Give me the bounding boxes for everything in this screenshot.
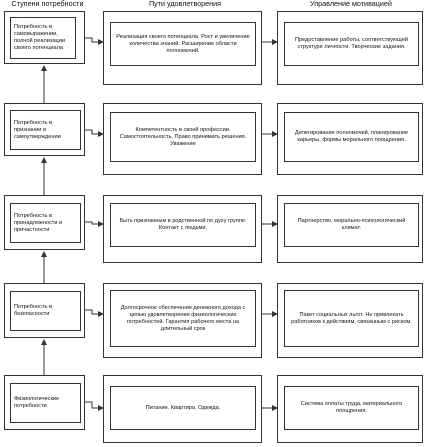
column-header-ways: Пути удовлетворения bbox=[148, 0, 222, 8]
management-box-recognition: Делегирование полномочий, планирование к… bbox=[284, 112, 419, 162]
way-box-self-actualization: Реализация своего потенциала. Рост и уве… bbox=[110, 22, 256, 66]
way-box-belonging: Быть признанным в родственной по духу гр… bbox=[110, 203, 256, 247]
need-box-safety: Потребность в безопасности bbox=[10, 291, 81, 331]
way-box-physiological: Питание. Квартира. Одежда. bbox=[110, 386, 256, 430]
management-box-belonging: Партнерство, морально-психологический кл… bbox=[284, 203, 419, 247]
need-box-self-actualization: Потребность в самовыражении, полной реал… bbox=[10, 17, 76, 59]
column-header-management: Управление мотивацией bbox=[310, 0, 392, 8]
management-box-self-actualization: Предоставление работы, соответствующей с… bbox=[284, 22, 419, 66]
management-box-safety: Пакет социальных льгот. Не привлекать ра… bbox=[284, 290, 419, 347]
management-box-physiological: Система оплаты труда, материального поощ… bbox=[284, 386, 419, 430]
need-box-physiological: Физиологические потребности bbox=[10, 383, 81, 423]
column-header-needs: Ступени потребности bbox=[11, 0, 84, 8]
need-box-belonging: Потребность в принадлежности и причастно… bbox=[10, 203, 81, 243]
need-box-recognition: Потребность в признании и самоутверждени… bbox=[10, 110, 81, 150]
way-box-recognition: Компетентность в своей профессии. Самост… bbox=[110, 112, 256, 162]
way-box-safety: Долгосрочное обеспечение денежного доход… bbox=[110, 290, 256, 347]
